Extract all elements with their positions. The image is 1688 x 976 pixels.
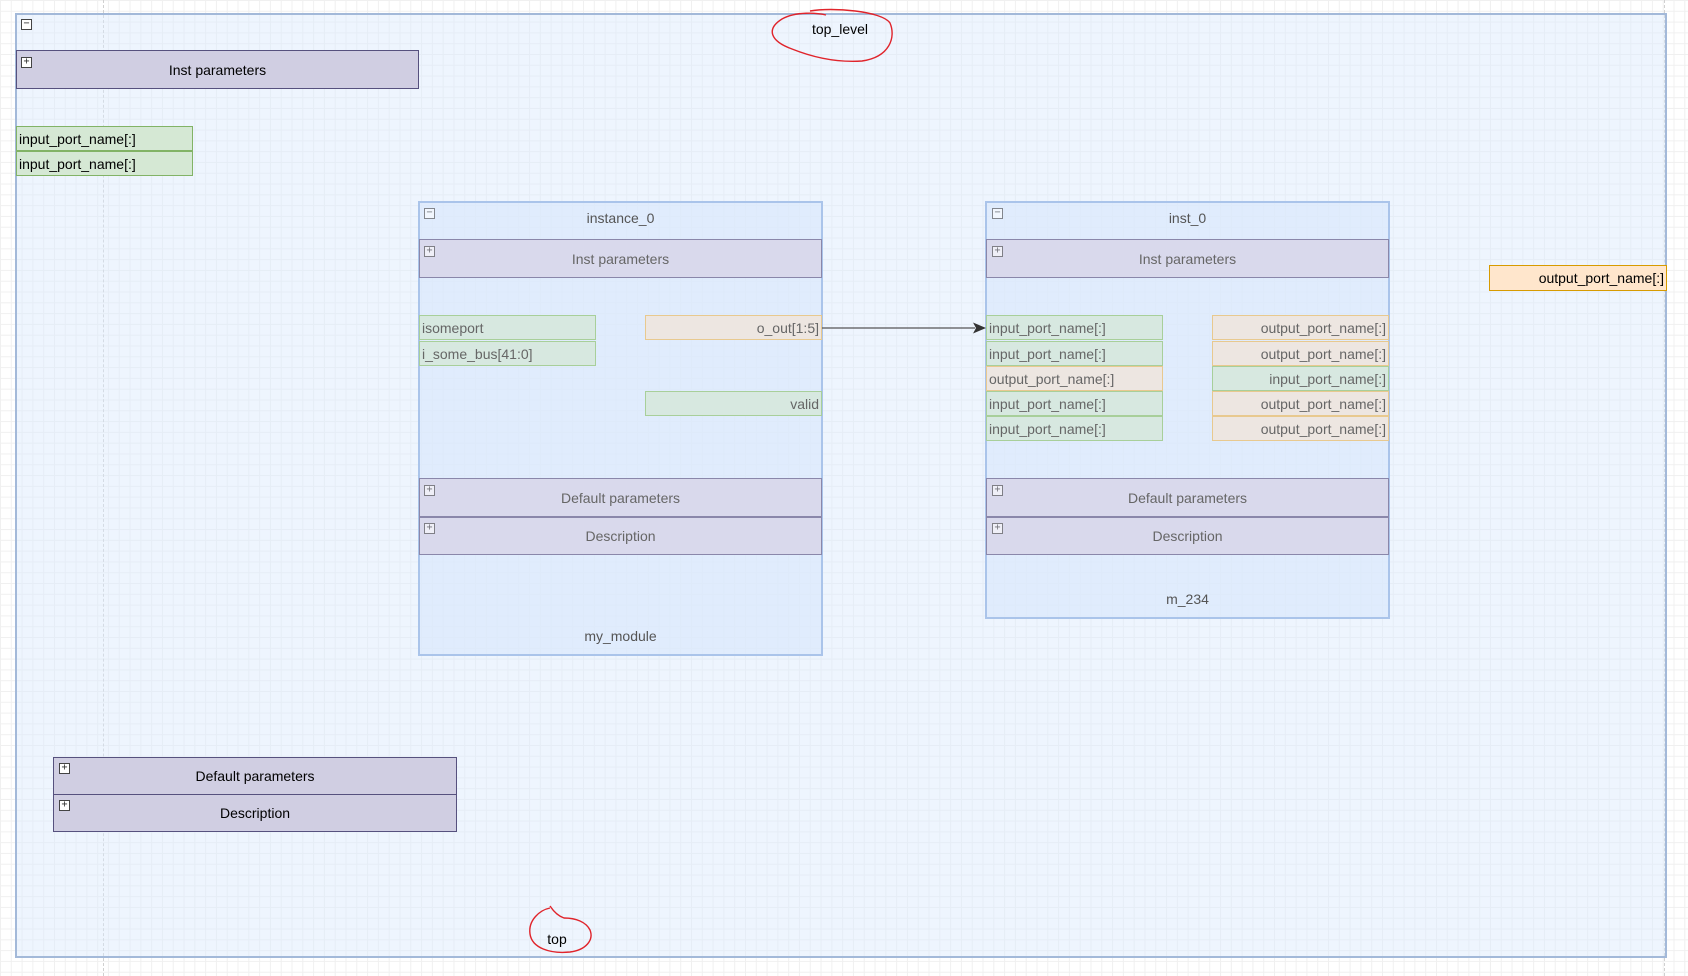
inst-0-default-parameters-label: Default parameters (1127, 489, 1248, 506)
top-input-port[interactable]: input_port_name[:] (16, 151, 193, 176)
inst-0-inst-parameters[interactable]: Inst parameters (986, 239, 1389, 278)
expand-icon[interactable]: + (424, 523, 435, 534)
inst-0-port-label: input_port_name[:] (989, 345, 1106, 362)
connection-edge[interactable] (822, 320, 988, 336)
inst-0-port-label: output_port_name[:] (1260, 395, 1386, 412)
instance-0-inst-parameters[interactable]: Inst parameters (419, 239, 822, 278)
annotation-circle-top-level (771, 8, 893, 63)
inst-0-output-port[interactable]: output_port_name[:] (1212, 341, 1389, 366)
collapse-icon[interactable]: − (992, 208, 1003, 219)
guide-line (103, 0, 104, 976)
inst-0-input-port[interactable]: input_port_name[:] (986, 341, 1163, 366)
inst-0-port-label: input_port_name[:] (989, 395, 1106, 412)
instance-0-inst-parameters-label: Inst parameters (571, 250, 670, 267)
inst-0-description[interactable]: Description (986, 517, 1389, 555)
expand-icon[interactable]: + (424, 246, 435, 257)
collapse-icon[interactable]: − (424, 208, 435, 219)
expand-icon[interactable]: + (59, 763, 70, 774)
instance-0-default-parameters-label: Default parameters (560, 489, 681, 506)
top-input-port-label: input_port_name[:] (19, 155, 136, 172)
top-description[interactable]: Description (53, 794, 457, 832)
instance-0-input-port[interactable]: i_some_bus[41:0] (419, 341, 596, 366)
instance-0-output-port[interactable]: o_out[1:5] (645, 315, 822, 340)
collapse-icon[interactable]: − (21, 19, 32, 30)
expand-icon[interactable]: + (992, 246, 1003, 257)
inst-0-input-port[interactable]: input_port_name[:] (986, 391, 1163, 416)
top-inst-parameters-label: Inst parameters (168, 61, 267, 78)
inst-0-port-label: output_port_name[:] (989, 370, 1115, 387)
expand-icon[interactable]: + (21, 57, 32, 68)
guide-line (1664, 0, 1665, 976)
top-output-port-label: output_port_name[:] (1538, 270, 1664, 286)
inst-0-output-port[interactable]: output_port_name[:] (1212, 416, 1389, 441)
inst-0-port-label: input_port_name[:] (989, 420, 1106, 437)
top-module-name: top (547, 931, 567, 947)
top-default-parameters[interactable]: Default parameters (53, 757, 457, 795)
instance-0-output-port-label: o_out[1:5] (756, 319, 819, 336)
arrowhead-icon (973, 322, 986, 334)
instance-0-input-port-label: isomeport (422, 319, 484, 336)
annotation-circle-top (529, 905, 592, 954)
inst-0-description-label: Description (1152, 528, 1223, 544)
inst-0-title: inst_0 (1168, 210, 1207, 226)
top-description-label: Description (219, 805, 291, 821)
top-input-port-label: input_port_name[:] (19, 130, 136, 147)
expand-icon[interactable]: + (59, 800, 70, 811)
inst-0-port-label: output_port_name[:] (1260, 345, 1386, 362)
expand-icon[interactable]: + (992, 523, 1003, 534)
inst-0-port-label: input_port_name[:] (989, 319, 1106, 336)
inst-0-output-port[interactable]: output_port_name[:] (1212, 391, 1389, 416)
instance-0-output-port[interactable]: valid (645, 391, 822, 416)
expand-icon[interactable]: + (992, 485, 1003, 496)
instance-0-module-name: my_module (584, 628, 657, 644)
inst-0-input-port[interactable]: input_port_name[:] (986, 315, 1163, 340)
inst-0-port-label: output_port_name[:] (1260, 420, 1386, 437)
top-default-parameters-label: Default parameters (195, 768, 315, 784)
instance-0-title: instance_0 (586, 210, 655, 226)
top-level-title: top_level (811, 21, 869, 37)
inst-0-inst-parameters-label: Inst parameters (1138, 250, 1237, 267)
expand-icon[interactable]: + (424, 485, 435, 496)
instance-0-default-parameters[interactable]: Default parameters (419, 478, 822, 517)
inst-0-output-port[interactable]: output_port_name[:] (986, 366, 1163, 391)
top-input-port[interactable]: input_port_name[:] (16, 126, 193, 151)
inst-0-output-port[interactable]: output_port_name[:] (1212, 315, 1389, 340)
inst-0-input-port[interactable]: input_port_name[:] (986, 416, 1163, 441)
inst-0-port-label: output_port_name[:] (1260, 319, 1386, 336)
instance-0-description[interactable]: Description (419, 517, 822, 555)
inst-0-port-label: input_port_name[:] (1269, 370, 1386, 387)
top-output-port[interactable]: output_port_name[:] (1489, 265, 1667, 291)
instance-0-input-port[interactable]: isomeport (419, 315, 596, 340)
instance-0-input-port-label: i_some_bus[41:0] (422, 345, 533, 362)
inst-0-input-port[interactable]: input_port_name[:] (1212, 366, 1389, 391)
instance-0-description-label: Description (585, 528, 656, 544)
instance-0-output-port-label: valid (790, 395, 819, 412)
inst-0-module-name: m_234 (1166, 591, 1209, 607)
top-inst-parameters[interactable]: Inst parameters (16, 50, 419, 89)
inst-0-default-parameters[interactable]: Default parameters (986, 478, 1389, 517)
